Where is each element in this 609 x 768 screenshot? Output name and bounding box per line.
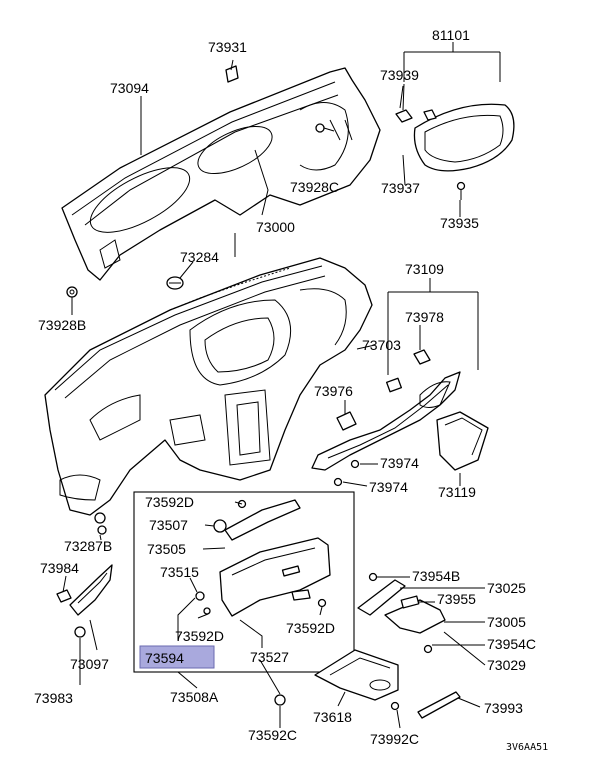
- bracket-73005: [384, 595, 446, 634]
- part-labels: 73931 81101 73939 73094 73928C 73937 739…: [34, 27, 548, 753]
- label-73928B: 73928B: [38, 317, 86, 333]
- label-73097: 73097: [70, 656, 109, 672]
- trim-73025: [357, 579, 406, 616]
- label-73976: 73976: [314, 383, 353, 399]
- screw-73287B: [94, 512, 107, 535]
- hl-73594-box: [139, 645, 215, 669]
- clip-73984: [56, 589, 72, 603]
- label-73029: 73029: [487, 657, 526, 673]
- lower-center-trim: [311, 349, 461, 487]
- glovebox-frame: [133, 491, 355, 673]
- label-73287B: 73287B: [64, 538, 112, 554]
- screw-73983: [74, 626, 86, 638]
- bolt-73284: [166, 276, 184, 290]
- rod-73993: [417, 691, 461, 719]
- label-73592D-top: 73592D: [145, 494, 194, 510]
- pocket-73119: [436, 411, 489, 471]
- label-73025: 73025: [487, 580, 526, 596]
- drawing-code: 3V6AA51: [506, 742, 548, 753]
- label-73703: 73703: [362, 337, 401, 353]
- label-73000: 73000: [256, 219, 295, 235]
- label-73109: 73109: [405, 261, 444, 277]
- label-73928C: 73928C: [290, 179, 339, 195]
- label-73931: 73931: [208, 39, 247, 55]
- screw-73928B: [66, 286, 78, 298]
- label-73592D-right: 73592D: [286, 620, 335, 636]
- glovebox-73505: [219, 537, 331, 617]
- label-73507: 73507: [149, 517, 188, 533]
- label-73119: 73119: [438, 484, 476, 500]
- clip-73931: [225, 65, 239, 83]
- label-73592D-left: 73592D: [175, 628, 224, 644]
- label-73527: 73527: [250, 649, 289, 665]
- dash-upper-panel: [61, 67, 381, 281]
- label-73954C: 73954C: [487, 636, 536, 652]
- label-73594: 73594: [145, 650, 184, 666]
- label-73937: 73937: [381, 180, 420, 196]
- label-73618: 73618: [313, 709, 352, 725]
- bumper-73507: [213, 519, 227, 533]
- screw-73928C: [315, 123, 335, 133]
- label-73984: 73984: [40, 560, 79, 576]
- label-81101: 81101: [432, 27, 470, 43]
- label-73939: 73939: [380, 67, 419, 83]
- screw-73592C: [274, 694, 286, 706]
- label-73974-lower: 73974: [369, 479, 408, 495]
- screws-lower-right: [368, 572, 433, 711]
- label-73955: 73955: [437, 591, 476, 607]
- label-73508A: 73508A: [170, 689, 219, 705]
- label-73954B: 73954B: [412, 568, 460, 584]
- lid-73507: [224, 499, 301, 541]
- label-73974-upper: 73974: [380, 455, 419, 471]
- label-73935: 73935: [440, 215, 479, 231]
- label-73094: 73094: [110, 80, 149, 96]
- label-73592C: 73592C: [248, 727, 297, 743]
- instrument-panel: [44, 257, 373, 516]
- label-73005: 73005: [487, 614, 526, 630]
- tray-73618: [314, 649, 399, 701]
- label-73992C: 73992C: [370, 731, 419, 747]
- label-73284: 73284: [180, 249, 219, 265]
- label-73993: 73993: [484, 700, 523, 716]
- label-73983: 73983: [34, 690, 73, 706]
- label-73978: 73978: [405, 309, 444, 325]
- leader-lines: [62, 42, 501, 729]
- cluster-bezel: [395, 103, 515, 200]
- side-trim-73097: [69, 564, 113, 616]
- label-73505: 73505: [147, 541, 186, 557]
- label-73515: 73515: [160, 564, 199, 580]
